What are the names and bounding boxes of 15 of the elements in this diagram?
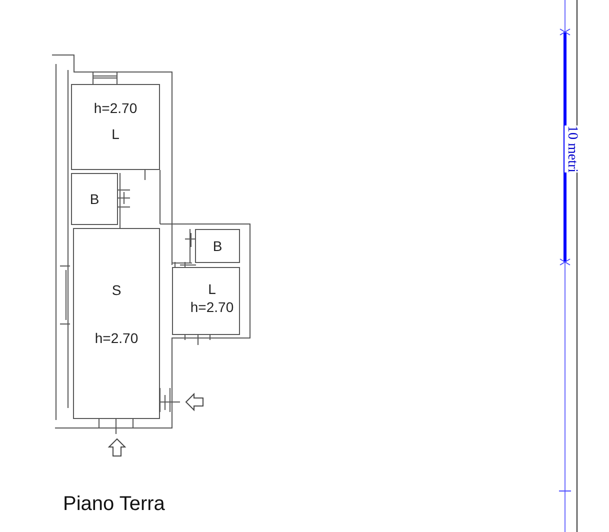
room <box>73 228 160 419</box>
scale-label: 10 metri <box>564 125 579 173</box>
room-label: S <box>112 283 122 297</box>
floor-caption: Piano Terra <box>63 494 165 514</box>
room-label: h=2.70 <box>190 300 234 314</box>
room-label: L <box>112 127 120 141</box>
room <box>71 173 118 225</box>
room-label: B <box>90 192 100 206</box>
room-label: h=2.70 <box>94 101 138 115</box>
room-label: B <box>212 239 222 253</box>
room-label: L <box>208 282 216 296</box>
room <box>71 84 160 170</box>
room-label: h=2.70 <box>94 331 138 345</box>
room <box>195 229 240 263</box>
room <box>172 267 240 335</box>
